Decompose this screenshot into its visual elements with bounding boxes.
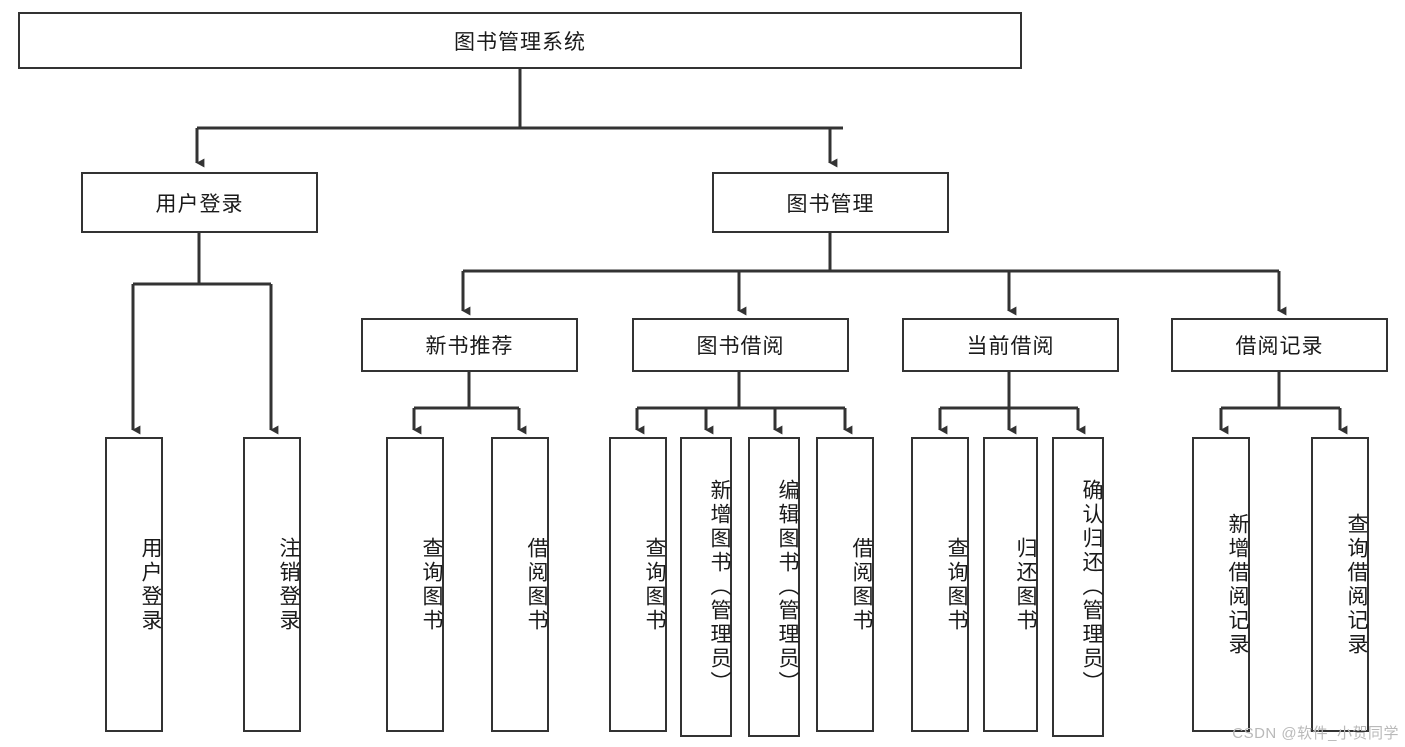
leaf-borrow-book-2-label: 借阅图书 <box>850 536 873 633</box>
leaf-query-record-label: 查询借阅记录 <box>1345 512 1368 657</box>
leaf-confirm-return-label: 确认归还（管理员） <box>1080 479 1103 695</box>
leaf-logout[interactable]: 注销登录 <box>243 437 301 732</box>
leaf-confirm-return[interactable]: 确认归还（管理员） <box>1052 437 1104 737</box>
leaf-query-book-2[interactable]: 查询图书 <box>609 437 667 732</box>
leaf-edit-book-label: 编辑图书（管理员） <box>776 479 799 695</box>
node-root[interactable]: 图书管理系统 <box>18 12 1022 69</box>
leaf-query-book-3[interactable]: 查询图书 <box>911 437 969 732</box>
node-book-manage[interactable]: 图书管理 <box>712 172 949 233</box>
node-borrow-record-label: 借阅记录 <box>1235 335 1324 358</box>
node-book-manage-label: 图书管理 <box>786 192 875 216</box>
node-new-book-recommend[interactable]: 新书推荐 <box>361 318 578 372</box>
node-current-borrow-label: 当前借阅 <box>966 335 1055 358</box>
leaf-return-book[interactable]: 归还图书 <box>983 437 1038 732</box>
leaf-query-book-1-label: 查询图书 <box>420 536 443 633</box>
node-current-borrow[interactable]: 当前借阅 <box>902 318 1119 372</box>
node-book-borrow-label: 图书借阅 <box>696 335 785 358</box>
node-root-label: 图书管理系统 <box>454 30 586 54</box>
leaf-query-book-2-label: 查询图书 <box>643 536 666 633</box>
leaf-user-login[interactable]: 用户登录 <box>105 437 163 732</box>
leaf-borrow-book-1[interactable]: 借阅图书 <box>491 437 549 732</box>
leaf-add-record[interactable]: 新增借阅记录 <box>1192 437 1250 732</box>
leaf-borrow-book-2[interactable]: 借阅图书 <box>816 437 874 732</box>
leaf-add-book[interactable]: 新增图书（管理员） <box>680 437 732 737</box>
leaf-query-book-1[interactable]: 查询图书 <box>386 437 444 732</box>
leaf-query-record[interactable]: 查询借阅记录 <box>1311 437 1369 732</box>
leaf-add-record-label: 新增借阅记录 <box>1226 512 1249 657</box>
node-new-book-recommend-label: 新书推荐 <box>425 335 514 358</box>
node-borrow-record[interactable]: 借阅记录 <box>1171 318 1388 372</box>
leaf-query-book-3-label: 查询图书 <box>945 536 968 633</box>
leaf-add-book-label: 新增图书（管理员） <box>708 479 731 695</box>
leaf-borrow-book-1-label: 借阅图书 <box>525 536 548 633</box>
node-user-login[interactable]: 用户登录 <box>81 172 318 233</box>
node-user-login-label: 用户登录 <box>155 192 244 216</box>
leaf-edit-book[interactable]: 编辑图书（管理员） <box>748 437 800 737</box>
node-book-borrow[interactable]: 图书借阅 <box>632 318 849 372</box>
leaf-user-login-label: 用户登录 <box>139 536 162 633</box>
csdn-watermark: CSDN @软件_小贺同学 <box>1232 725 1399 742</box>
leaf-return-book-label: 归还图书 <box>1014 536 1037 633</box>
leaf-logout-label: 注销登录 <box>277 536 300 633</box>
